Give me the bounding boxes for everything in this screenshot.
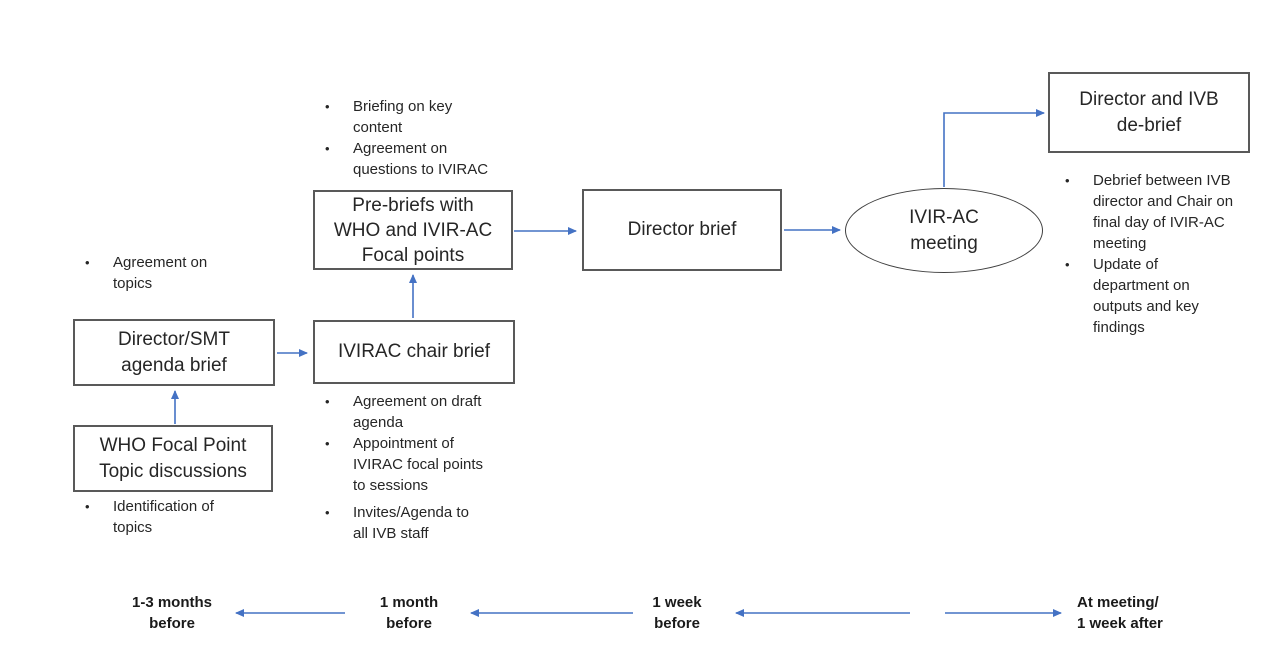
node-label-line: agenda brief [121,354,227,376]
node-label-line: Focal points [361,244,465,266]
node-label-line: Director brief [627,219,737,240]
note-text: Invites/Agenda to all IVB staff [353,504,469,542]
bullet-icon: • [325,99,330,114]
bullet-icon: • [1065,173,1070,188]
timeline-label-line: 1 week [652,594,702,611]
node-who-focal-point-topic-discussions: WHO Focal Point Topic discussions [73,425,273,492]
node-label-line: IVIR-AC [909,206,979,228]
node-label-line: meeting [910,232,978,254]
node-ivir-ac-meeting: IVIR-AC meeting [845,188,1043,273]
node-label-line: de-brief [1116,114,1182,136]
note-item: • Debrief between IVB director and Chair… [1065,170,1241,254]
bullet-icon: • [325,436,330,451]
timeline-label-at-meeting-1-week-after: At meeting/ 1 week after [1077,592,1209,634]
timeline-label-line: before [149,615,195,632]
note-item: • Briefing on key content [325,96,493,138]
note-item: • Update of department on outputs and ke… [1065,254,1241,338]
timeline-label-line: before [386,615,432,632]
bullet-icon: • [1065,257,1070,272]
note-item: • Agreement on questions to IVIRAC [325,138,493,180]
node-label-line: Topic discussions [99,460,247,482]
node-label-line: Director and IVB [1079,88,1219,110]
node-label-line: WHO Focal Point [99,434,247,456]
bullet-icon: • [85,499,90,514]
note-text: Agreement on questions to IVIRAC [353,140,489,178]
bullet-icon: • [325,505,330,520]
node-director-smt-agenda-brief: Director/SMT agenda brief [73,319,275,386]
notes-identification-of-topics: • Identification of topics [85,496,253,538]
notes-prebrief: • Briefing on key content • Agreement on… [325,96,493,180]
note-text: Identification of topics [113,498,214,536]
note-text: Agreement on topics [113,254,208,292]
node-label-line: WHO and IVIR-AC [333,219,493,241]
node-director-brief: Director brief [582,189,782,271]
timeline-label-1-week-before: 1 week before [617,592,737,634]
timeline-label-line: At meeting/ [1077,594,1159,611]
node-label-line: Pre-briefs with [352,194,474,216]
note-text: Debrief between IVB director and Chair o… [1093,172,1234,252]
timeline-label-line: 1 week after [1077,615,1163,632]
bullet-icon: • [325,394,330,409]
node-label-line: IVIRAC chair brief [337,341,491,362]
notes-agreement-on-topics: • Agreement on topics [85,252,247,294]
notes-debrief: • Debrief between IVB director and Chair… [1065,170,1241,338]
timeline-label-line: 1 month [379,594,439,611]
timeline-label-1-3-months-before: 1-3 months before [112,592,232,634]
note-text: Briefing on key content [353,98,453,136]
bullet-icon: • [325,141,330,156]
note-text: Update of department on outputs and key … [1093,256,1199,336]
note-text: Appointment of IVIRAC focal points to se… [353,435,484,494]
note-item: • Appointment of IVIRAC focal points to … [325,433,497,496]
notes-chair-brief: • Agreement on draft agenda • Appointmen… [325,391,497,544]
node-director-ivb-debrief: Director and IVB de-brief [1048,72,1250,153]
node-pre-briefs: Pre-briefs with WHO and IVIR-AC Focal po… [313,190,513,270]
arrow-meeting-to-debrief [943,109,1045,187]
note-item: • Identification of topics [85,496,253,538]
timeline-label-line: before [654,615,700,632]
timeline-label-line: 1-3 months [131,594,212,611]
note-text: Agreement on draft agenda [353,393,482,431]
timeline-label-1-month-before: 1 month before [349,592,469,634]
note-item: • Invites/Agenda to all IVB staff [325,502,497,544]
note-item: • Agreement on topics [85,252,247,294]
bullet-icon: • [85,255,90,270]
node-label-line: Director/SMT [118,328,230,350]
node-ivirac-chair-brief: IVIRAC chair brief [313,320,515,384]
note-item: • Agreement on draft agenda [325,391,497,433]
